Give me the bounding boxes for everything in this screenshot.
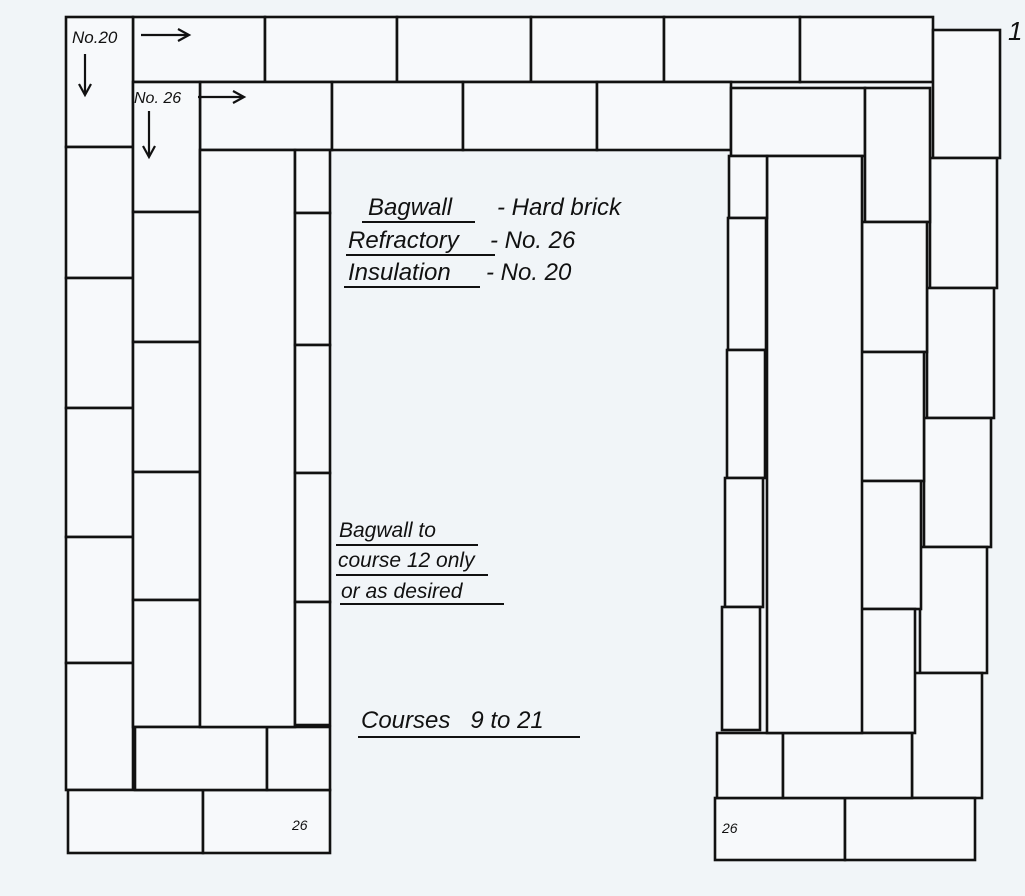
brick xyxy=(765,154,864,735)
brick xyxy=(918,545,989,675)
legend-refractory-label: Refractory xyxy=(348,227,461,254)
brick xyxy=(64,145,135,280)
brick xyxy=(131,210,202,344)
insulation-layer-no20 xyxy=(64,15,1002,862)
no26-label: No. 26 xyxy=(134,90,181,107)
brick xyxy=(64,406,135,539)
note-line-1: Bagwall to xyxy=(339,519,436,542)
bagwall-note: Bagwall to course 12 only or as desired xyxy=(336,519,504,605)
legend-insulation-value: - No. 20 xyxy=(486,259,572,286)
brick xyxy=(461,80,599,152)
page-number: 1 xyxy=(1008,16,1022,46)
legend-refractory-value: - No. 26 xyxy=(490,227,576,254)
legend-bagwall-label: Bagwall xyxy=(368,194,453,221)
brick xyxy=(922,416,993,549)
brick xyxy=(265,725,332,792)
arrow-right-icon xyxy=(141,28,192,42)
brick xyxy=(198,80,334,152)
brick xyxy=(931,28,1002,160)
brick xyxy=(729,86,867,158)
brick xyxy=(726,216,768,352)
legend: Bagwall - Hard brick Refractory - No. 26… xyxy=(344,194,623,288)
arrow-down-icon xyxy=(142,111,156,160)
courses-label: Courses 9 to 21 xyxy=(361,707,544,734)
brick xyxy=(133,725,269,792)
brick xyxy=(293,211,332,347)
legend-bagwall-value: - Hard brick xyxy=(497,194,623,221)
brick xyxy=(64,661,135,792)
brick xyxy=(201,788,332,855)
brick xyxy=(293,600,332,727)
legend-insulation-label: Insulation xyxy=(348,259,451,286)
brick xyxy=(198,148,297,729)
brick xyxy=(727,154,769,220)
brick xyxy=(856,350,926,483)
brick xyxy=(293,343,332,475)
brick xyxy=(925,286,996,420)
brick xyxy=(910,671,984,800)
brick xyxy=(293,148,332,215)
brick xyxy=(64,276,135,410)
arrow-right-icon xyxy=(198,90,247,104)
brick xyxy=(863,86,932,224)
courses-note: Courses 9 to 21 xyxy=(358,707,580,738)
bagwall-hard-brick xyxy=(198,148,864,735)
brick xyxy=(131,340,202,474)
brick xyxy=(131,598,202,729)
brick xyxy=(131,470,202,602)
brick xyxy=(843,796,977,862)
brick xyxy=(725,348,767,480)
brick-number-right: 26 xyxy=(721,820,738,836)
brick-number-left: 26 xyxy=(291,817,308,833)
note-line-2: course 12 only xyxy=(338,549,476,572)
brick xyxy=(529,15,666,84)
brick xyxy=(395,15,533,84)
brick xyxy=(715,731,785,800)
brick xyxy=(64,535,135,665)
brick xyxy=(131,15,267,84)
no20-label: No.20 xyxy=(72,28,118,47)
arrow-down-icon xyxy=(78,54,92,98)
brick xyxy=(662,15,802,84)
brick xyxy=(66,788,205,855)
brick xyxy=(928,156,999,290)
brick xyxy=(595,80,733,152)
brick xyxy=(330,80,465,152)
brick xyxy=(860,220,929,354)
note-line-3: or as desired xyxy=(341,580,464,603)
brick xyxy=(720,605,762,732)
brick xyxy=(781,731,914,800)
brick xyxy=(263,15,399,84)
brick xyxy=(853,479,923,611)
brick xyxy=(293,471,332,604)
brick xyxy=(798,15,935,84)
brick xyxy=(723,476,765,609)
